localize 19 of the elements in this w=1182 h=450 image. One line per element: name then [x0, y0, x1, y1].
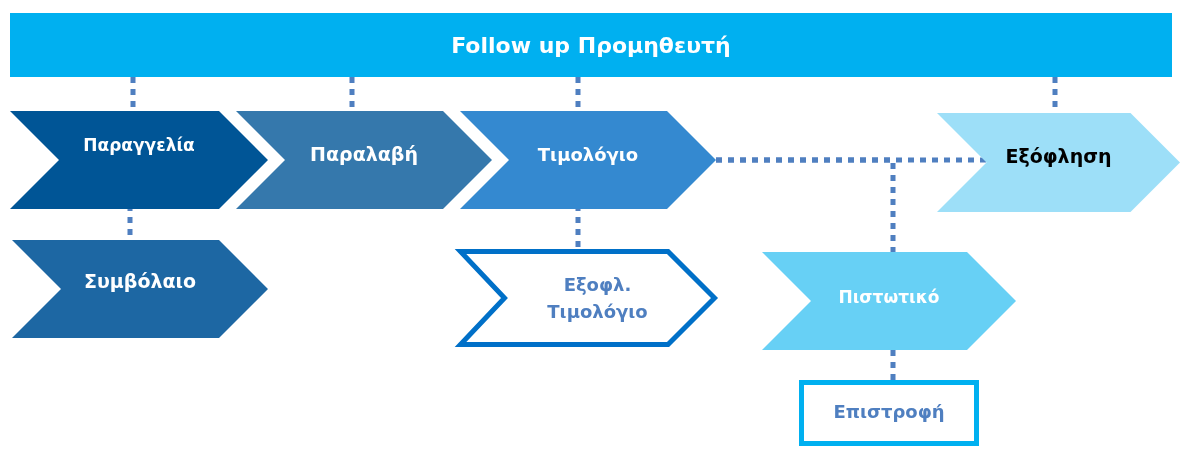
- node-label: Τιμολόγιο: [537, 142, 639, 167]
- process-step: [937, 113, 1180, 212]
- process-step: [460, 111, 716, 209]
- node-label: Εξόφληση: [1005, 144, 1112, 170]
- node-label: Επιστροφή: [833, 399, 945, 424]
- process-step: [236, 111, 492, 209]
- node-label: Παραγγελία: [83, 134, 195, 158]
- process-step: [12, 240, 268, 338]
- dotted-connector: [890, 350, 896, 380]
- dotted-connector: [716, 157, 896, 252]
- node-label: Εξοφλ. Τιμολόγιο: [546, 273, 649, 324]
- process-step: [10, 111, 268, 209]
- process-step: [762, 252, 1016, 350]
- node-label: Follow up Προμηθευτή: [451, 31, 731, 60]
- node-label: Παραλαβή: [310, 141, 418, 167]
- node-label: Πιστωτικό: [838, 286, 940, 310]
- title-banner: [10, 13, 1172, 77]
- node-label: Συμβόλαιο: [84, 268, 196, 294]
- outlined-box: [799, 380, 979, 446]
